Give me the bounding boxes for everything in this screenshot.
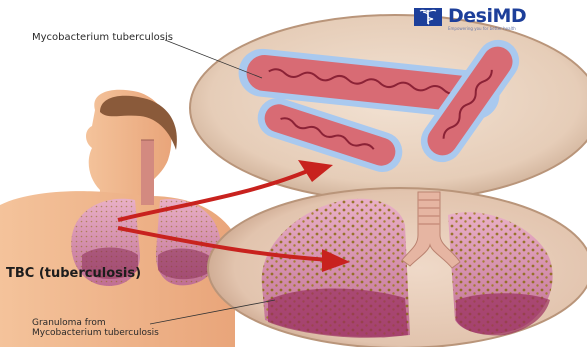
logo-name: DesiMD [448,5,526,27]
logo-tagline: Empowering you for better health [448,26,516,31]
caduceus-icon [412,4,444,30]
bacteria-label: Mycobacterium tuberculosis [32,32,173,43]
bacteria-magnification-circle [190,15,587,201]
disease-label: TBC (tuberculosis) [6,266,141,281]
desimd-logo[interactable]: DesiMD Empowering you for better health [412,2,587,32]
lung-magnification-circle [208,188,587,347]
granuloma-label-line1: Granuloma from [32,318,159,328]
granuloma-label: Granuloma from Mycobacterium tuberculosi… [32,318,159,338]
granuloma-label-line2: Mycobacterium tuberculosis [32,328,159,338]
